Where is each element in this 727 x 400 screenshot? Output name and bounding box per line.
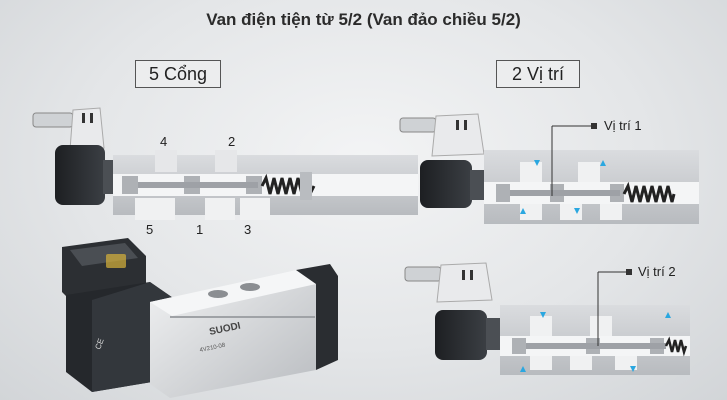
right-valve-position-1 [399,113,699,224]
five-ports-label: 5 Cổng [135,60,221,88]
port-2-label: 2 [228,134,236,149]
two-positions-label: 2 Vị trí [496,60,580,88]
port-4-label: 4 [160,134,168,149]
right-valve-position-2 [404,262,690,375]
page-title: Van điện tiện từ 5/2 (Van đảo chiều 5/2) [206,10,521,29]
left-valve-section [32,107,418,220]
port-5-label: 5 [146,222,154,237]
svg-text:CE: CE [93,337,105,351]
connector-plug [32,112,74,128]
svg-text:4V210-08: 4V210-08 [199,343,226,354]
solenoid-coil [55,145,105,205]
port-1-label: 1 [196,222,204,237]
position-1-label: Vị trí 1 [604,118,642,133]
valve-photo: SUODI 4V210-08 CE [62,238,338,398]
position-2-label: Vị trí 2 [638,264,676,279]
port-3-label: 3 [244,222,252,237]
connector-cap [69,107,105,151]
